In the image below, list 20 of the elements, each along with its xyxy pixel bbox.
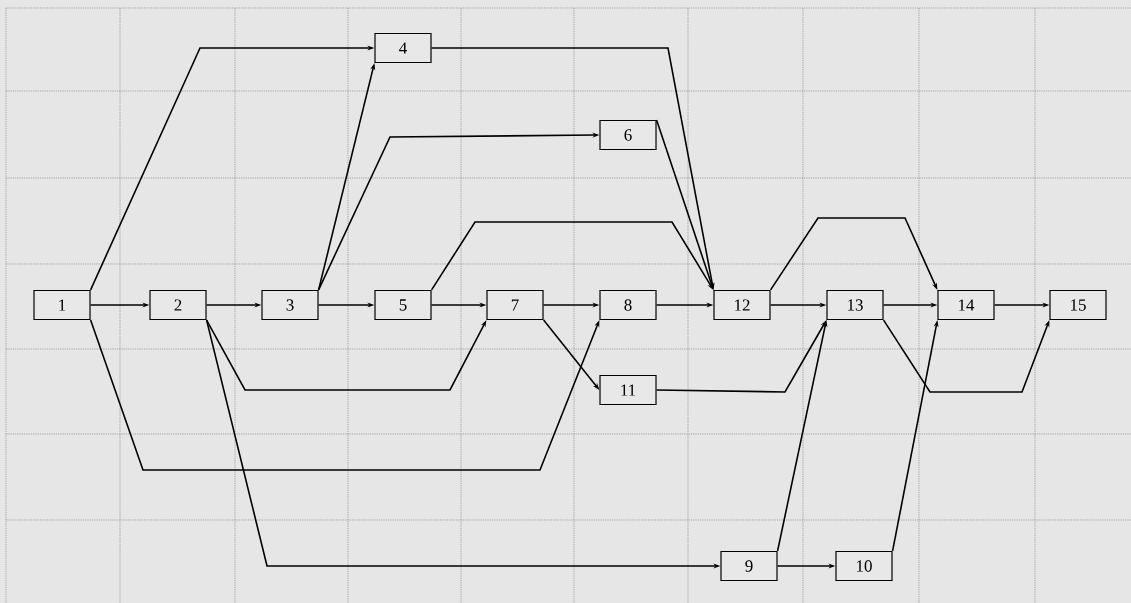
arrow [769,217,938,291]
event-box: 11 [599,374,657,406]
event-box: 15 [1049,289,1107,321]
event-box: 3 [261,289,319,321]
event-box: 12 [713,289,771,321]
event-box: 2 [149,289,207,321]
event-box: 1 [33,289,91,321]
event-box: 4 [374,32,432,64]
event-box: 13 [826,289,884,321]
event-box: 9 [720,550,778,582]
event-box: 6 [599,119,657,151]
event-box: 5 [374,289,432,321]
arrow [89,319,600,471]
event-box: 7 [486,289,544,321]
event-box: 14 [937,289,995,321]
arrow [430,221,714,291]
arrow [205,319,487,391]
arrow [882,319,1050,393]
event-box: 8 [599,289,657,321]
event-box: 10 [835,550,893,582]
